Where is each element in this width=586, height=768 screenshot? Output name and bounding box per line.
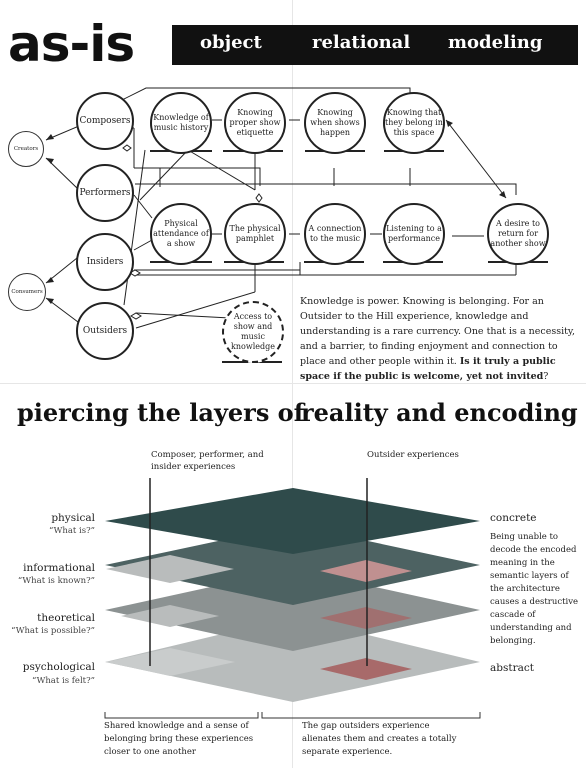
layer-question-physical: “What is?” — [49, 526, 95, 536]
layer-label-theoretical: theoretical — [37, 612, 95, 624]
column-label-outsiders: Outsider experiences — [367, 450, 459, 460]
layer-theoretical-outsider-tile — [320, 607, 412, 629]
banner-word-object: object — [200, 32, 262, 53]
node-physical-attendance-label: Physical attendance of a show — [153, 219, 209, 248]
role-outsiders: Outsiders — [76, 302, 134, 360]
column-label-insiders: Composer, performer, and insider experie… — [151, 450, 264, 472]
node-listening-performance-label: Listening to a performance — [386, 224, 442, 243]
role-insiders-label: Insiders — [86, 257, 124, 267]
page-title: as-is — [8, 15, 135, 73]
layers-description: Being unable to decode the encoded meani… — [490, 532, 579, 646]
layer-label-psychological: psychological — [22, 661, 95, 673]
role-composers-label: Composers — [79, 116, 131, 126]
layer-psychological-left-tile — [106, 648, 235, 676]
node-desire-return-label: A desire to return for another show — [490, 219, 546, 248]
group-consumers-label: Consumers — [11, 288, 43, 295]
caption-outsider-gap: The gap outsiders experience alienates t… — [302, 721, 457, 757]
group-creators: Creators — [8, 131, 44, 167]
banner-word-relational: relational — [312, 32, 411, 53]
caption-shared-knowledge: Shared knowledge and a sense of belongin… — [104, 721, 254, 757]
layer-informational-left-tile — [106, 555, 234, 583]
node-access-knowledge: Access to show and music knowledge — [222, 301, 284, 363]
intro-paragraph-question: Is it truly a public space if the public… — [300, 356, 556, 382]
layer-theoretical — [105, 569, 480, 651]
node-when-shows-label: Knowing when shows happen — [310, 108, 360, 137]
node-physical-pamphlet-label: The physical pamphlet — [229, 224, 281, 243]
node-desire-return: A desire to return for another show — [487, 203, 549, 265]
role-outsiders-label: Outsiders — [82, 326, 128, 336]
role-composers: Composers — [76, 92, 134, 150]
layer-label-physical: physical — [51, 512, 95, 524]
node-connection-music: A connection to the music — [304, 203, 366, 265]
layer-psychological-outsider-tile — [320, 658, 412, 680]
node-show-etiquette: Knowing proper show etiquette — [224, 92, 286, 154]
banner-word-modeling: modeling — [448, 32, 543, 53]
layer-physical — [105, 488, 480, 554]
intro-paragraph-text: Knowledge is power. Knowing is belonging… — [300, 296, 576, 367]
layer-question-informational: “What is known?” — [17, 576, 95, 586]
layers-heading-right: reality and encoding — [301, 398, 578, 427]
role-insiders: Insiders — [76, 233, 134, 291]
fold-line-vertical — [292, 0, 293, 768]
label-abstract: abstract — [490, 662, 534, 674]
layer-label-informational: informational — [23, 562, 95, 574]
group-consumers: Consumers — [8, 273, 46, 311]
layers-heading-left: piercing the layers of — [17, 398, 305, 427]
layer-question-psychological: “What is felt?” — [32, 676, 95, 686]
node-access-knowledge-label: Access to show and music knowledge — [231, 312, 275, 351]
node-physical-attendance: Physical attendance of a show — [150, 203, 212, 265]
layer-informational-outsider-tile — [320, 560, 412, 582]
intro-paragraph: Knowledge is power. Knowing is belonging… — [300, 294, 580, 384]
layers-diagram — [104, 478, 481, 719]
group-creators-label: Creators — [13, 145, 39, 152]
intro-paragraph-end: ? — [543, 371, 549, 382]
node-show-etiquette-label: Knowing proper show etiquette — [229, 108, 281, 137]
label-concrete: concrete — [490, 512, 537, 524]
node-when-shows: Knowing when shows happen — [304, 92, 366, 154]
layer-psychological — [105, 617, 480, 702]
node-physical-pamphlet: The physical pamphlet — [224, 203, 286, 265]
title-banner: object relational modeling — [172, 25, 578, 65]
layer-informational — [105, 525, 480, 605]
node-belong-space: Knowing that they belong in this space — [383, 92, 445, 154]
layer-theoretical-left-tile — [121, 605, 219, 627]
fold-line-horizontal — [0, 383, 586, 384]
role-performers: Performers — [76, 164, 134, 222]
node-connection-music-label: A connection to the music — [308, 224, 362, 243]
node-listening-performance: Listening to a performance — [383, 203, 445, 265]
layer-question-theoretical: “What is possible?” — [11, 626, 95, 636]
node-music-history-label: Knowledge of music history — [153, 113, 209, 132]
node-belong-space-label: Knowing that they belong in this space — [385, 108, 443, 137]
node-music-history: Knowledge of music history — [150, 92, 212, 154]
role-performers-label: Performers — [79, 188, 131, 198]
